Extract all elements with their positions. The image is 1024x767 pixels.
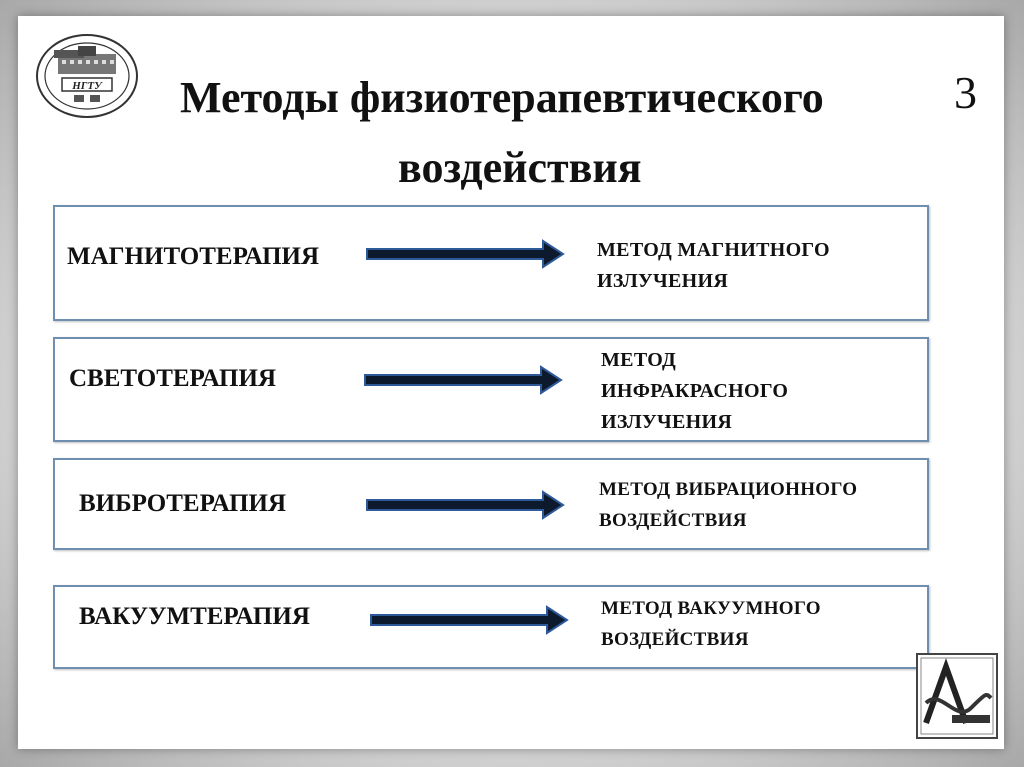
university-seal-logo: НГТУ (36, 34, 138, 118)
method-row-light-therapy: СВЕТОТЕРАПИЯ МЕТОД ИНФРАКРАСНОГО ИЗЛУЧЕН… (53, 337, 929, 442)
row-term: СВЕТОТЕРАПИЯ (69, 365, 276, 392)
arrow-right-icon (370, 605, 569, 635)
arrow-right-icon (366, 490, 565, 520)
row-description: МЕТОД ИНФРАКРАСНОГО ИЗЛУЧЕНИЯ (601, 349, 789, 433)
row-description: МЕТОД МАГНИТНОГО ИЗЛУЧЕНИЯ (597, 239, 830, 292)
corner-logo-icon (916, 653, 998, 739)
svg-text:НГТУ: НГТУ (71, 80, 103, 92)
method-row-vibrotherapy: ВИБРОТЕРАПИЯ МЕТОД ВИБРАЦИОННОГО ВОЗДЕЙС… (53, 458, 929, 550)
row-description: МЕТОД ВАКУУМНОГО ВОЗДЕЙСТВИЯ (601, 598, 821, 650)
method-row-magnetotherapy: МАГНИТОТЕРАПИЯ МЕТОД МАГНИТНОГО ИЗЛУЧЕНИ… (53, 205, 929, 321)
method-row-vacuum-therapy: ВАКУУМТЕРАПИЯ МЕТОД ВАКУУМНОГО ВОЗДЕЙСТВ… (53, 585, 929, 669)
row-term: МАГНИТОТЕРАПИЯ (67, 243, 320, 270)
row-description: МЕТОД ВИБРАЦИОННОГО ВОЗДЕЙСТВИЯ (599, 479, 858, 531)
arrow-right-icon (366, 239, 565, 269)
title-line-2: воздействия (398, 143, 642, 192)
title-line-1: Методы физиотерапевтического (180, 73, 824, 122)
row-term: ВИБРОТЕРАПИЯ (79, 490, 287, 517)
row-term: ВАКУУМТЕРАПИЯ (79, 603, 310, 630)
arrow-right-icon (364, 365, 563, 395)
slide-number: 3 (954, 67, 977, 118)
